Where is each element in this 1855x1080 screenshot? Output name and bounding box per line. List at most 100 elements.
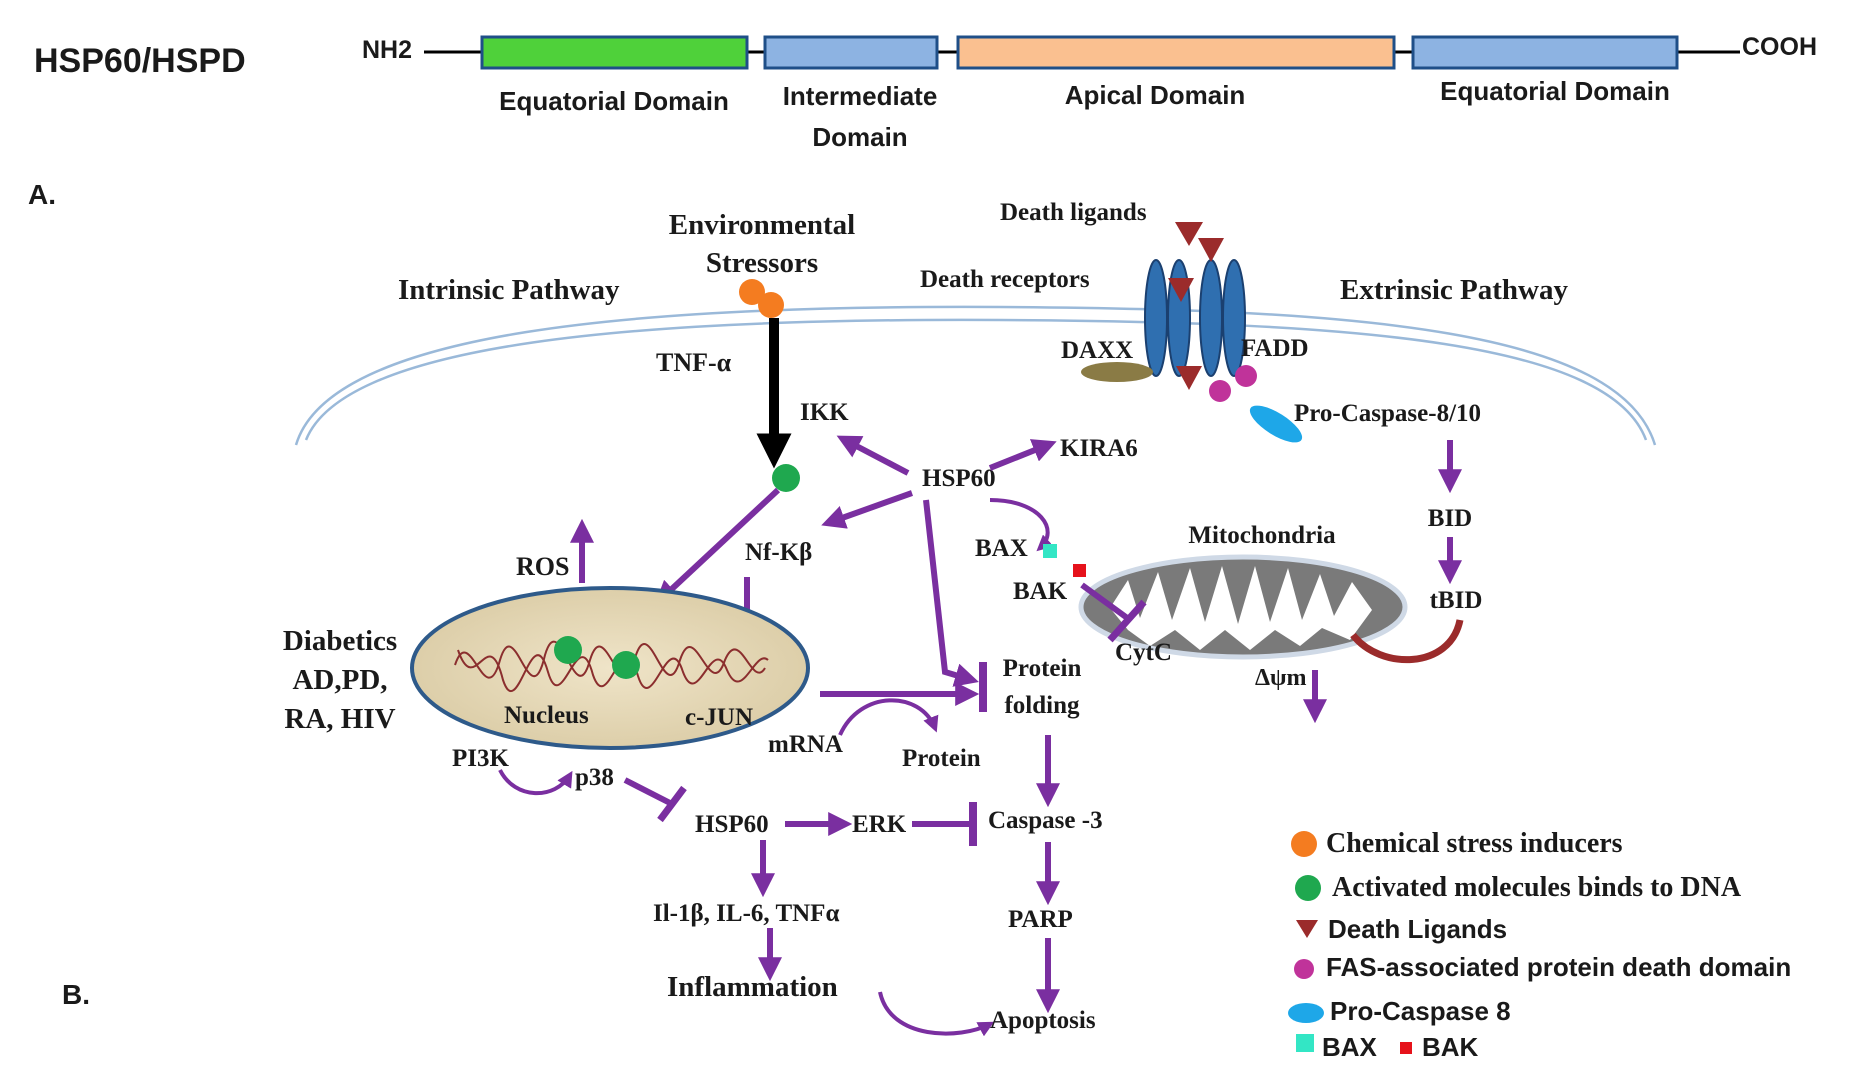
death-ligand-triangle [1198,238,1224,262]
legend-chemical-label: Chemical stress inducers [1326,828,1623,859]
mrna-label: mRNA [768,731,843,758]
death-receptor-complex [1144,259,1246,377]
domain-label-intermediate-2: Domain [812,122,907,152]
pi3k-label: PI3K [452,745,510,772]
protein-label: Protein [902,745,981,772]
apoptosis-label: Apoptosis [990,1007,1096,1034]
inhibit-bar-p38 [657,785,687,823]
panel-label-a: A. [28,179,56,210]
parp-label: PARP [1008,906,1073,933]
bak-label: BAK [1013,578,1068,605]
bax-square [1043,544,1057,558]
inhibit-p38-hsp60 [623,777,674,807]
legend-bak-label: BAK [1422,1032,1479,1062]
death-ligands-label: Death ligands [1000,199,1147,226]
cjun-label: c-JUN [685,704,753,731]
cell-membrane-outer [294,305,1657,446]
pro-caspase-label: Pro-Caspase-8/10 [1294,400,1481,427]
domain-box-equatorial-1 [480,35,749,70]
domain-label-equatorial-2: Equatorial Domain [1440,76,1670,106]
nterm-label: NH2 [362,36,412,64]
legend-ligand-icon [1296,920,1318,938]
arrow-mrna-protein [838,698,939,736]
bak-square [1073,564,1086,577]
death-receptors-label: Death receptors [920,266,1090,293]
death-ligand-triangle [1168,278,1194,302]
legend-bax-label: BAX [1322,1032,1378,1062]
dna-strand [457,649,769,692]
extrinsic-pathway-label: Extrinsic Pathway [1340,274,1568,306]
diseases-label-2: AD,PD, [292,664,387,696]
domain-box-equatorial-2 [1411,35,1679,70]
activated-molecule-dot [772,464,800,492]
death-ligand-triangle [1175,222,1203,246]
domain-box-intermediate [763,35,939,70]
domain-label-apical: Apical Domain [1065,80,1246,110]
legend: Chemical stress inducers Activated molec… [1288,828,1791,1062]
arrow-pi3k-p38 [498,769,573,796]
protein-folding-label-2: folding [1004,692,1080,719]
delta-psi-label: Δψm [1255,665,1307,691]
pro-caspase-shape [1249,405,1303,443]
tbid-label: tBID [1430,587,1483,614]
erk-label: ERK [852,811,907,838]
bax-label: BAX [975,535,1028,562]
arrow-hsp60-kira6 [988,439,1057,471]
header-title: HSP60/HSPD [34,42,246,80]
arrow-hsp60-nfkb [821,490,914,529]
domain-label-intermediate: Intermediate [783,81,938,111]
kira6-label: KIRA6 [1060,435,1138,462]
panel-label-b: B. [62,979,90,1010]
mitochondria-label: Mitochondria [1188,522,1336,549]
env-stressors-label-2: Stressors [706,247,818,279]
bid-label: BID [1428,505,1472,532]
legend-bak-icon [1400,1042,1412,1054]
nucleus-label: Nucleus [504,702,589,729]
death-ligand-triangle [1176,366,1202,390]
daxx-protein [1081,362,1153,382]
daxx-label: DAXX [1061,337,1133,364]
legend-activated-icon [1295,875,1321,901]
arrow-hsp60-folding [923,499,979,687]
arrow-inflammation-apoptosis [878,991,995,1037]
nucleus [410,586,810,750]
dna-strand [454,640,766,679]
legend-fadd-label: FAS-associated protein death domain [1326,952,1791,982]
dna-bound-molecule [612,651,640,679]
stress-inducer-dot [739,279,765,305]
legend-fadd-icon [1294,959,1314,979]
cytc-label: CytC [1115,639,1172,666]
inhibit-bar-cytc [1107,599,1147,643]
env-stressors-label: Environmental [669,209,855,241]
intrinsic-pathway-label: Intrinsic Pathway [398,274,620,306]
ikk-label: IKK [800,399,849,426]
inhibit-bak-cytc [1080,582,1132,623]
fadd-label: FADD [1241,335,1309,362]
legend-chemical-icon [1291,831,1317,857]
nfkb-label: Nf-Kβ [745,539,812,566]
diseases-label-3: RA, HIV [284,703,395,735]
hsp60-lower-label: HSP60 [695,811,769,838]
cterm-label: COOH [1742,33,1817,61]
stress-inducer-dot [758,292,784,318]
legend-bax-icon [1296,1034,1314,1052]
legend-procaspase-label: Pro-Caspase 8 [1330,996,1511,1026]
domain-box-apical [956,35,1396,70]
legend-procaspase-icon [1288,1003,1324,1023]
fadd-dot [1235,365,1257,387]
legend-ligand-label: Death Ligands [1328,914,1507,944]
cytokines-label: Il-1β, IL-6, TNFα [653,900,839,927]
inflammation-label: Inflammation [667,971,838,1003]
arrow-activator-nucleus [654,487,781,605]
cell-membrane-inner [304,318,1648,441]
mitochondria-cristae [1110,566,1372,650]
hsp60-hub-label: HSP60 [922,465,996,492]
dna-bound-molecule [554,636,582,664]
caspase3-label: Caspase -3 [988,807,1103,834]
fadd-dot [1209,380,1231,402]
tbid-membrane-arc [1350,619,1464,664]
ros-label: ROS [516,552,569,581]
diseases-label: Diabetics [283,625,397,657]
legend-activated-label: Activated molecules binds to DNA [1332,872,1742,903]
